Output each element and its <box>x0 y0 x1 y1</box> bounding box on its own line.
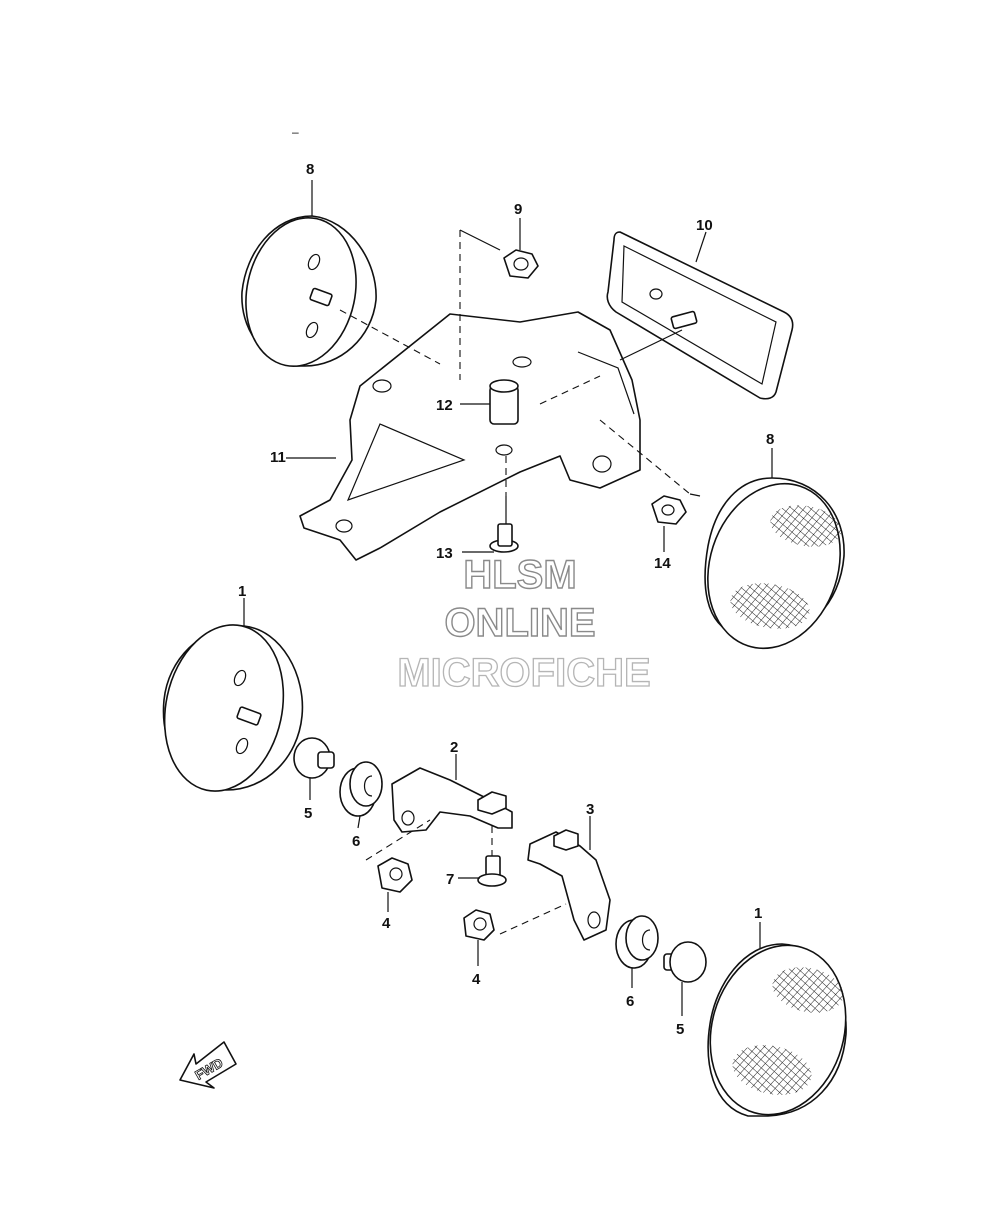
callout-11: 11 <box>270 449 286 466</box>
callout-12: 12 <box>436 397 453 414</box>
collar-5-left[interactable] <box>293 737 335 800</box>
callout-5-right: 5 <box>676 1021 684 1038</box>
callout-8-top: 8 <box>306 161 314 178</box>
reflector-1-front[interactable] <box>691 922 865 1131</box>
reflector-1-rear[interactable] <box>150 598 304 802</box>
bracket-3[interactable] <box>527 816 611 941</box>
callout-13: 13 <box>436 545 453 562</box>
bracket-2[interactable] <box>391 754 513 833</box>
collar-5-right[interactable] <box>663 941 707 1016</box>
callout-1-right: 1 <box>754 905 762 922</box>
callout-6-left: 6 <box>352 833 360 850</box>
callout-9: 9 <box>514 201 522 218</box>
bracket-11[interactable] <box>286 311 641 561</box>
callout-4-upper: 4 <box>382 915 391 932</box>
fwd-arrow-icon: FWD <box>179 1041 237 1089</box>
bolt-13[interactable] <box>462 523 519 553</box>
callout-10: 10 <box>696 217 713 234</box>
reflector-8-rear[interactable] <box>233 180 377 377</box>
callout-4-lower: 4 <box>472 971 481 988</box>
top-dash-mark: – <box>292 125 299 139</box>
nut-14[interactable] <box>651 495 687 552</box>
watermark-line-2: ONLINE <box>444 601 595 645</box>
reflector-8-front[interactable] <box>687 448 861 666</box>
callout-2: 2 <box>450 739 458 756</box>
watermark: HLSM ONLINE MICROFICHE <box>397 552 652 695</box>
bolt-7[interactable] <box>458 855 507 887</box>
callout-5-left: 5 <box>304 805 312 822</box>
nut-4-lower[interactable] <box>463 909 495 966</box>
callout-1-left: 1 <box>238 583 246 600</box>
collar-12[interactable] <box>460 379 519 456</box>
assembly-lines-bottom <box>365 819 567 935</box>
reflector-10[interactable] <box>606 231 794 400</box>
callout-8-right: 8 <box>766 431 774 448</box>
callout-3: 3 <box>586 801 594 818</box>
callout-7: 7 <box>446 871 454 888</box>
callout-6-right: 6 <box>626 993 634 1010</box>
callout-14: 14 <box>654 555 671 572</box>
grommet-6-left[interactable] <box>339 761 383 829</box>
assembly-lines-top <box>339 229 701 524</box>
grommet-6-right[interactable] <box>615 915 659 988</box>
watermark-line-3: MICROFICHE <box>397 651 650 695</box>
watermark-line-1: HLSM <box>463 553 576 597</box>
nut-9[interactable] <box>503 218 539 279</box>
nut-4-upper[interactable] <box>377 857 413 912</box>
